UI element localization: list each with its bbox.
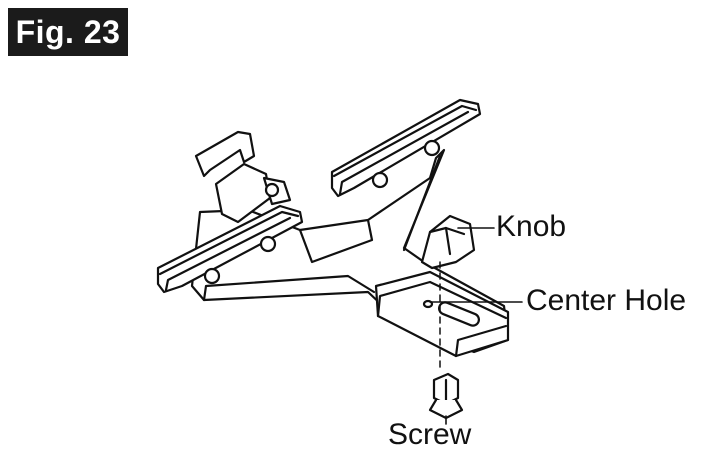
right-rail: [330, 98, 482, 198]
rail-screws: [203, 139, 441, 285]
clamp-pivot: [264, 182, 280, 198]
rail-screw-right-1: [371, 171, 389, 189]
slotted-tongue: [374, 270, 510, 358]
center-hole-label: Center Hole: [526, 284, 687, 317]
left-rail: [156, 204, 304, 294]
rail-screw-left-2: [259, 235, 277, 253]
knob-label: Knob: [496, 210, 567, 243]
screw-label: Screw: [388, 418, 472, 451]
rail-screw-right-2: [423, 139, 441, 157]
rail-screw-left-1: [203, 267, 221, 285]
screw-shape: [428, 372, 464, 420]
rear-clamp: [194, 130, 292, 224]
figure-badge: Fig. 23: [8, 8, 128, 56]
figure-label: Fig. 23: [15, 14, 121, 50]
knob-shape: [420, 214, 476, 270]
